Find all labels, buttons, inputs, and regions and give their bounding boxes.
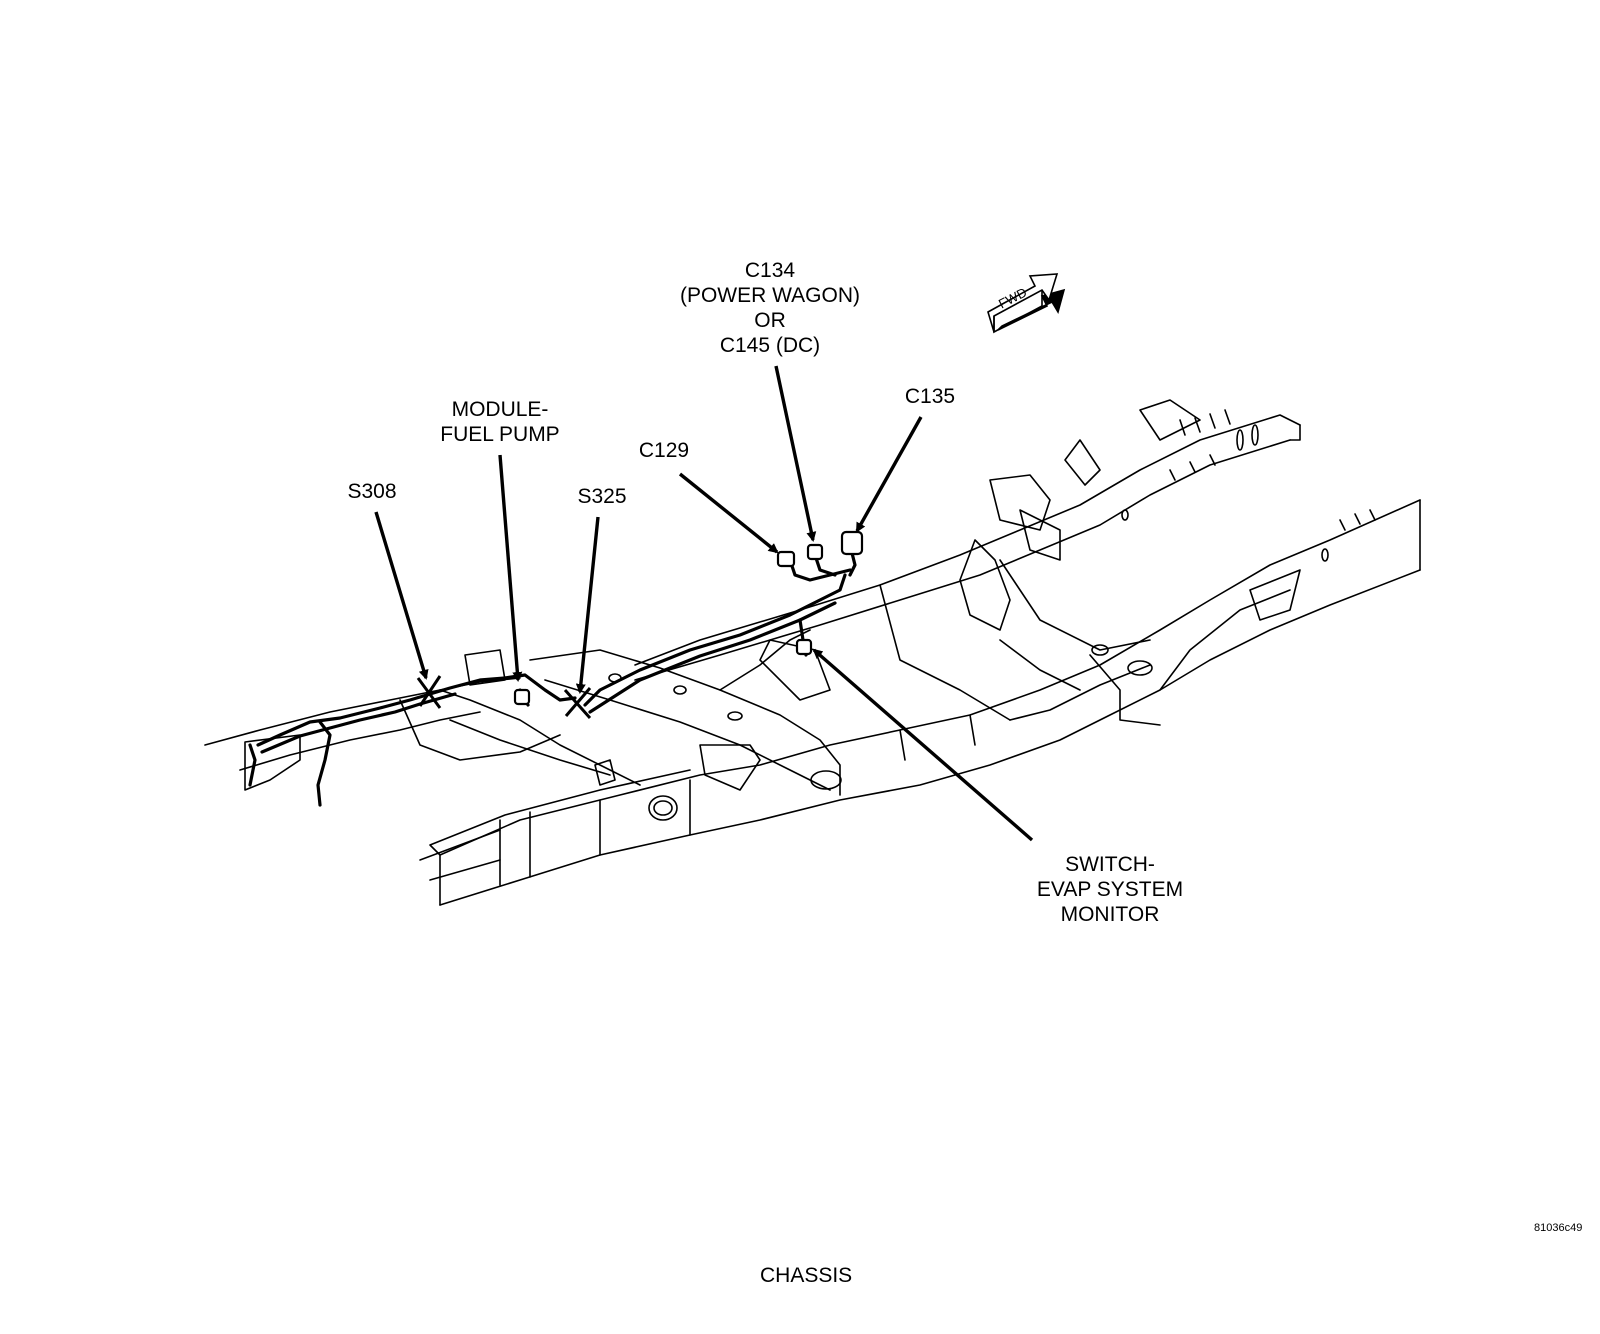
leader-arrows bbox=[374, 365, 1034, 842]
wiring-harness bbox=[248, 543, 857, 807]
label-c134-line2: (POWER WAGON) bbox=[679, 284, 861, 307]
label-c134-line4: C145 (DC) bbox=[719, 334, 821, 357]
label-module-fuel-pump-line2: FUEL PUMP bbox=[440, 423, 560, 446]
label-switch-evap-line1: SWITCH- bbox=[1065, 853, 1155, 876]
splice-marks bbox=[416, 675, 592, 719]
label-c135: C135 bbox=[904, 385, 956, 408]
label-c134-line3: OR bbox=[754, 309, 786, 332]
label-c129: C129 bbox=[638, 439, 690, 462]
label-switch-evap-system-monitor: SWITCH- EVAP SYSTEM MONITOR bbox=[1025, 852, 1195, 927]
label-c134-line1: C134 bbox=[744, 259, 796, 282]
frame-outline bbox=[204, 399, 1421, 906]
label-module-fuel-pump: MODULE- FUEL PUMP bbox=[430, 397, 570, 447]
label-switch-evap-line2: EVAP SYSTEM bbox=[1036, 878, 1184, 901]
figure-caption: CHASSIS bbox=[760, 1264, 853, 1287]
label-c134-c145: C134 (POWER WAGON) OR C145 (DC) bbox=[675, 258, 865, 358]
label-s308: S308 bbox=[347, 480, 397, 503]
label-module-fuel-pump-line1: MODULE- bbox=[451, 398, 549, 421]
connectors bbox=[513, 530, 864, 706]
figure-id: 81036c49 bbox=[1534, 1222, 1583, 1234]
label-s325: S325 bbox=[577, 485, 627, 508]
fwd-arrow bbox=[987, 273, 1066, 334]
label-switch-evap-line3: MONITOR bbox=[1060, 903, 1160, 926]
